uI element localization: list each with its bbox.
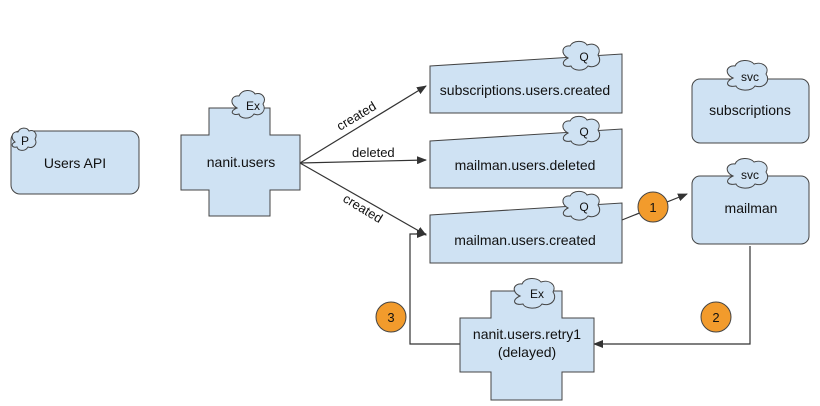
nanit-retry-node[interactable]: Ex nanit.users.retry1 (delayed) <box>459 278 595 401</box>
queue-mailman-deleted-node[interactable]: Q mailman.users.deleted <box>429 115 623 189</box>
users-api-node[interactable]: P Users API <box>10 127 140 195</box>
cloud-icon <box>513 278 556 309</box>
step-badge-1: 1 <box>637 191 669 223</box>
users-api-box <box>10 130 140 195</box>
cloud-icon <box>562 115 601 146</box>
svc-subscriptions-badge: svc <box>741 70 759 84</box>
queue-subscriptions-label: subscriptions.users.created <box>440 82 610 98</box>
nanit-users-label: nanit.users <box>207 154 275 170</box>
step-badge-1-label: 1 <box>649 200 656 215</box>
step-badge-3-label: 3 <box>387 310 394 325</box>
users-api-badge: P <box>21 134 29 148</box>
svc-mailman-label: mailman <box>725 200 778 216</box>
numbered-circle-icon <box>375 301 407 333</box>
edge-label-deleted: deleted <box>352 145 395 160</box>
queue-mailman-created-badge: Q <box>579 200 588 214</box>
edge-nanit-to-mailman-deleted <box>299 156 427 165</box>
nanit-retry-label-line2: (delayed) <box>498 344 556 360</box>
numbered-circle-icon <box>700 301 732 333</box>
edge-nanit-to-subscriptions <box>299 85 427 164</box>
cloud-icon <box>726 158 769 189</box>
numbered-circle-icon <box>637 191 669 223</box>
nanit-retry-shape <box>459 290 595 401</box>
svc-subscriptions-label: subscriptions <box>709 102 791 118</box>
edge-mailman-to-retry <box>593 246 751 348</box>
nanit-retry-label-line1: nanit.users.retry1 <box>473 326 581 342</box>
cloud-icon <box>231 90 265 119</box>
svc-mailman-badge: svc <box>741 168 759 182</box>
queue-mailman-created-node[interactable]: Q mailman.users.created <box>429 190 623 264</box>
svc-mailman-node[interactable]: svc mailman <box>691 158 810 245</box>
nanit-users-badge: Ex <box>246 99 260 113</box>
users-api-label: Users API <box>44 155 106 171</box>
edges <box>299 85 751 348</box>
cloud-icon <box>562 190 601 221</box>
nanit-retry-badge: Ex <box>530 287 544 301</box>
step-badge-2-label: 2 <box>712 310 719 325</box>
cloud-icon <box>11 127 37 151</box>
queue-mailman-deleted-badge: Q <box>579 125 588 139</box>
step-badge-2: 2 <box>700 301 732 333</box>
edge-nanit-to-mailman-created <box>299 162 427 236</box>
cloud-icon <box>726 60 769 91</box>
nanit-users-shape <box>180 107 301 217</box>
step-badge-3: 3 <box>375 301 407 333</box>
edge-label-created-bottom: created <box>340 191 385 226</box>
nanit-users-node[interactable]: Ex nanit.users <box>180 90 301 217</box>
queue-subscriptions-node[interactable]: Q subscriptions.users.created <box>429 40 623 114</box>
queue-subscriptions-badge: Q <box>579 50 588 64</box>
svc-subscriptions-node[interactable]: svc subscriptions <box>691 60 810 144</box>
queue-mailman-deleted-label: mailman.users.deleted <box>455 157 596 173</box>
cloud-icon <box>562 40 601 71</box>
edge-retry-to-queue <box>409 230 490 345</box>
queue-mailman-created-label: mailman.users.created <box>454 232 596 248</box>
